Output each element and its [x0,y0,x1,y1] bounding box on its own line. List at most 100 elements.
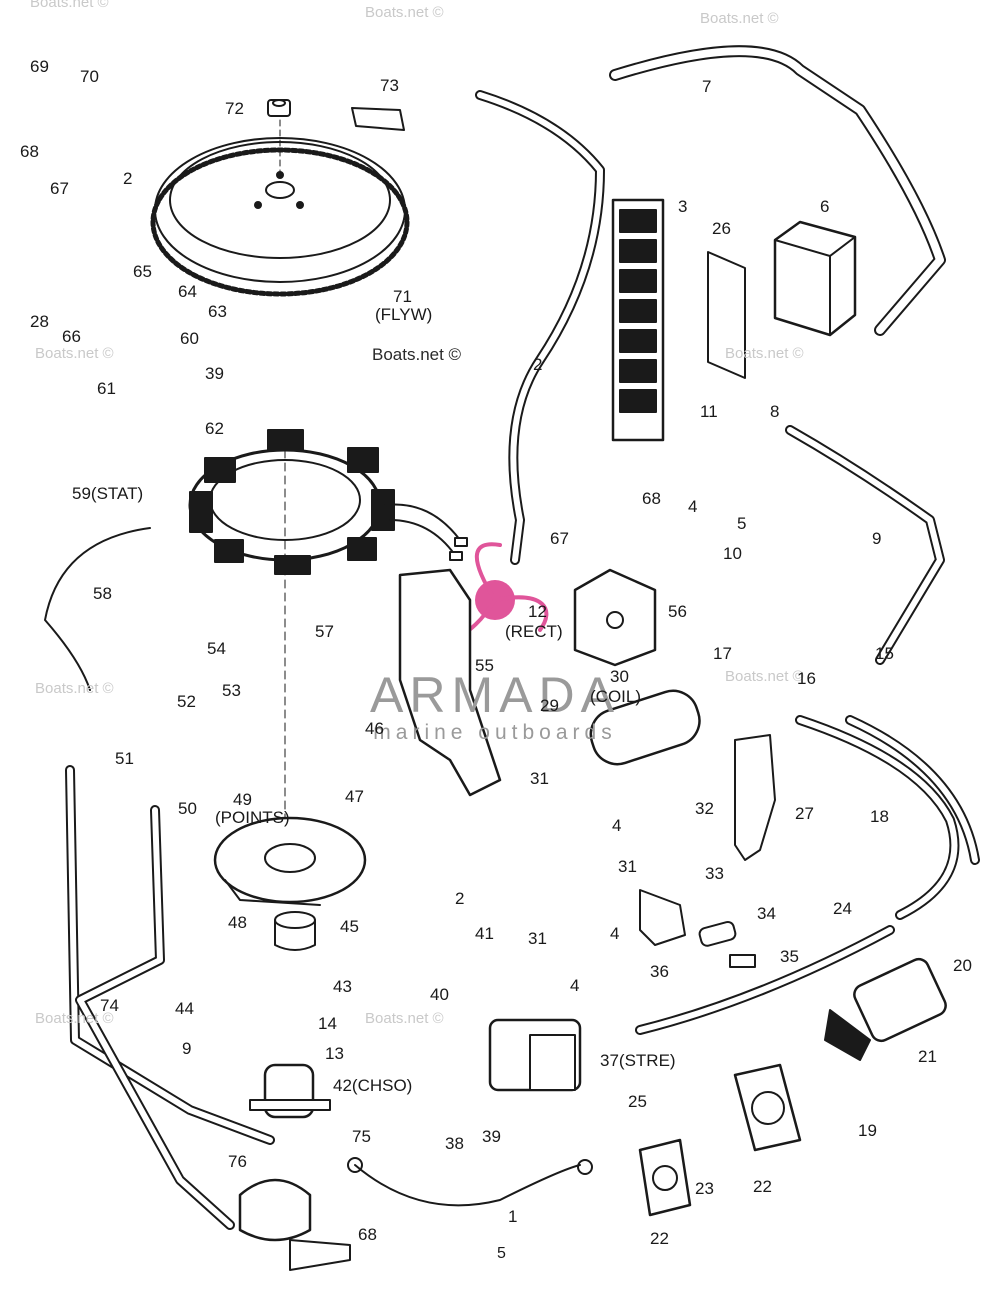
watermark: Boats.net © [35,345,114,362]
cam-sleeve [274,911,316,951]
callout-1: 1 [508,1207,518,1226]
callout-63: 63 [208,302,227,321]
callout-16: 16 [797,669,816,688]
callout-74: 74 [100,996,119,1015]
callout-37: 37(STRE) [600,1051,676,1070]
stator [188,429,468,575]
watermark: Boats.net © [30,0,109,11]
callout-9: 9 [182,1039,192,1058]
callout-65: 65 [133,262,152,281]
callout-5: 5 [737,514,747,533]
callout-12: 12 [528,602,547,621]
callout-35: 35 [780,947,799,966]
callout-21: 21 [918,1047,937,1066]
callout-9: 9 [872,529,882,548]
callout-26: 26 [712,219,731,238]
callout-68: 68 [642,489,661,508]
callout-49-label: (POINTS) [215,808,290,827]
callout-6: 6 [820,197,830,216]
callout-50: 50 [178,799,197,818]
callout-25: 25 [628,1092,647,1111]
watermark: Boats.net © [725,345,804,362]
callout-18: 18 [870,807,889,826]
callout-4: 4 [612,816,622,835]
page-number: 5 [497,1245,506,1262]
callout-52: 52 [177,692,196,711]
callout-56: 56 [668,602,687,621]
callout-22: 22 [650,1229,669,1248]
rectifier [573,568,657,667]
cable-1 [354,1164,581,1207]
callout-38: 38 [445,1134,464,1153]
callout-59: 59(STAT) [72,484,144,503]
callout-64: 64 [178,282,197,301]
brand-overlay: ARMADA marine outboards [330,670,660,743]
flywheel-key [351,107,405,131]
callout-4: 4 [570,976,580,995]
callout-55: 55 [475,656,494,675]
callout-66: 66 [62,327,81,346]
callout-24: 24 [833,899,852,918]
watermark: Boats.net © [365,4,444,21]
callout-39: 39 [205,364,224,383]
callout-71-label: (FLYW) [375,305,433,324]
callout-40: 40 [430,985,449,1004]
callout-58: 58 [93,584,112,603]
decal [707,251,746,379]
mounting-plate [733,1063,802,1152]
callout-23: 23 [695,1179,714,1198]
callout-34: 34 [757,904,776,923]
callout-4: 4 [610,924,620,943]
cable-24 [635,925,895,1035]
callout-44: 44 [175,999,194,1018]
breaker-plate [213,816,367,906]
callout-12-label: (RECT) [505,622,563,641]
callout-3: 3 [678,197,688,216]
part-35 [729,954,756,968]
callout-13: 13 [325,1044,344,1063]
watermark: Boats.net © [35,680,114,697]
callout-57: 57 [315,622,334,641]
coil-bracket [734,734,776,861]
brand-name: ARMADA [370,667,620,723]
callout-2: 2 [455,889,465,908]
flywheel-nut [267,99,291,117]
callout-76: 76 [228,1152,247,1171]
callout-46: 46 [365,719,384,738]
callout-75: 75 [352,1127,371,1146]
ignition-coil [589,689,701,766]
cable-15 [785,425,945,665]
callout-4: 4 [688,497,698,516]
callout-48: 48 [228,913,247,932]
terminal-block [611,198,665,442]
switch-unit [238,1178,351,1271]
callout-31: 31 [530,769,549,788]
callout-39: 39 [482,1127,501,1146]
callout-30-label: (COIL) [590,687,641,706]
gasket [638,1138,692,1217]
callout-43: 43 [333,977,352,996]
callout-22: 22 [753,1177,772,1196]
callout-30: 30 [610,667,629,686]
watermark: Boats.net © [365,1010,444,1027]
callout-8: 8 [770,402,780,421]
starter-solenoid [488,1018,582,1092]
callout-17: 17 [713,644,732,663]
callout-70: 70 [80,67,99,86]
callout-19: 19 [858,1121,877,1140]
callout-67: 67 [50,179,69,198]
callout-32: 32 [695,799,714,818]
tune-up-kit-box [773,220,857,337]
callout-68: 68 [358,1225,377,1244]
callout-11: 11 [700,402,718,421]
watermark: Boats.net © [700,10,779,27]
callout-27: 27 [795,804,814,823]
callout-54: 54 [207,639,226,658]
callout-45: 45 [340,917,359,936]
watermark: Boats.net © [725,668,804,685]
callout-14: 14 [318,1014,337,1033]
callout-72: 72 [225,99,244,118]
watermark: Boats.net © [35,1010,114,1027]
callout-33: 33 [705,864,724,883]
